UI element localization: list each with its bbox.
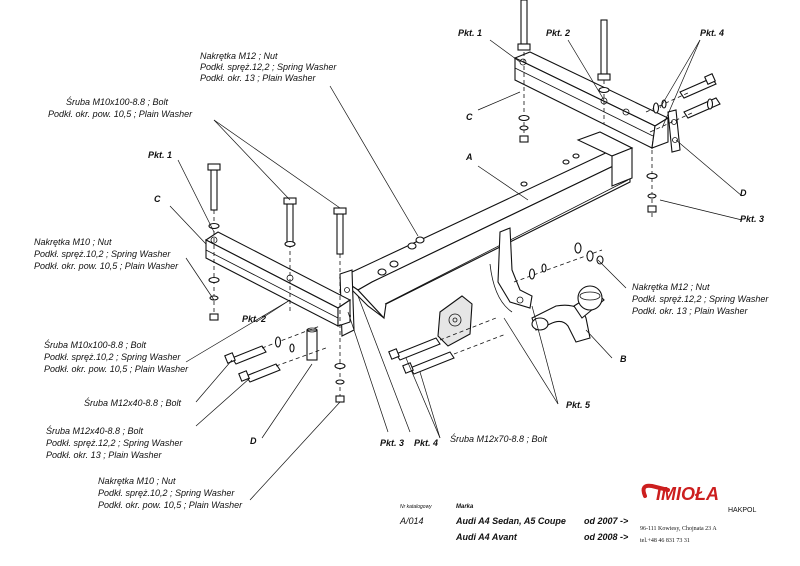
svg-text:Podkł. okr. pow. 10,5 ; Plain: Podkł. okr. pow. 10,5 ; Plain Washer [48,109,193,119]
point-1-top: Pkt. 1 [458,28,482,38]
label-bolt-m10-top: Śruba M10x100-8.8 ; Bolt Podkł. okr. pow… [48,96,193,119]
svg-text:Podkł. okr. pow. 10,5 ; Plain: Podkł. okr. pow. 10,5 ; Plain Washer [98,500,243,510]
company-name: IMIOŁA [656,484,719,504]
label-bolt-m12x40-b: Śruba M12x40-8.8 ; Bolt Podkł. spręż.12,… [46,425,183,460]
socket-plate [437,295,473,347]
label-bolt-m12x70: Śruba M12x70-8.8 ; Bolt [450,433,548,444]
company-sub: HAKPOL [728,507,757,514]
company-phone: tel.+48 46 831 73 31 [640,538,690,544]
part-letter-c-left: C [154,194,161,204]
title-block: Nr katalogowy A/014 Marka Audi A4 Sedan,… [399,504,629,542]
svg-text:Podkł. okr. pow. 10,5 ; Plain: Podkł. okr. pow. 10,5 ; Plain Washer [34,261,179,271]
svg-text:Nakrętka M10 ; Nut: Nakrętka M10 ; Nut [34,237,112,247]
svg-text:Podkł. spręż.12,2 ; Spring Was: Podkł. spręż.12,2 ; Spring Washer [200,62,337,72]
svg-text:Nakrętka M12 ; Nut: Nakrętka M12 ; Nut [200,51,278,61]
point-4-bottom: Pkt. 4 [414,438,438,448]
point-3-right: Pkt. 3 [740,214,764,224]
catalog-label: Nr katalogowy [400,504,432,510]
brand-label: Marka [456,504,474,510]
point-2-top: Pkt. 2 [546,28,570,38]
company-logo: IMIOŁA HAKPOL 96-111 Kowiesy, Chojnata 2… [640,483,757,544]
tow-ball-neck [531,285,605,343]
svg-text:Podkł. spręż.10,2 ; Spring Was: Podkł. spręż.10,2 ; Spring Washer [98,488,235,498]
label-nut-m12-top: Nakrętka M12 ; Nut Podkł. spręż.12,2 ; S… [200,51,337,83]
right-side-plate [667,109,681,153]
svg-text:Podkł. spręż.10,2 ; Spring Was: Podkł. spręż.10,2 ; Spring Washer [44,352,181,362]
company-address: 96-111 Kowiesy, Chojnata 23 A [640,526,717,532]
ball-mount-bracket [489,227,533,313]
svg-text:Podkł. okr. 13 ; Plain Washer: Podkł. okr. 13 ; Plain Washer [200,73,317,83]
bolt-left-2 [283,197,297,312]
part-letter-d-right: D [740,188,747,198]
bolt-left-3 [333,207,347,403]
bolt-top-2 [597,19,611,124]
part-letter-a: A [465,152,473,162]
part-letter-c-top: C [466,112,473,122]
label-bolt-m10-left: Śruba M10x100-8.8 ; Bolt Podkł. spręż.10… [44,339,189,374]
crossbar-nuts [377,153,580,276]
left-mounting-bracket [204,231,352,327]
bolts-m12x70 [388,317,507,375]
model-2-from: od 2008 -> [584,532,629,542]
svg-text:Nakrętka M12 ; Nut: Nakrętka M12 ; Nut [632,282,710,292]
label-nut-m10-left: Nakrętka M10 ; Nut Podkł. spręż.10,2 ; S… [34,237,179,271]
catalog-number: A/014 [399,516,424,526]
left-horizontal-bolts [224,325,327,383]
svg-text:Nakrętka M10 ; Nut: Nakrętka M10 ; Nut [98,476,176,486]
right-lower-washers [646,150,658,218]
model-1-from: od 2007 -> [584,516,629,526]
ball-mount-fasteners [513,242,604,283]
svg-text:Podkł. okr. 13 ; Plain Washer: Podkł. okr. 13 ; Plain Washer [46,450,163,460]
model-1: Audi A4 Sedan, A5 Coupe [455,516,566,526]
svg-text:Śruba M10x100-8.8 ; Bolt: Śruba M10x100-8.8 ; Bolt [44,339,147,350]
svg-text:Podkł. spręż.12,2 ; Spring Was: Podkł. spręż.12,2 ; Spring Washer [46,438,183,448]
point-1-left: Pkt. 1 [148,150,172,160]
svg-text:Podkł. spręż.10,2 ; Spring Was: Podkł. spręż.10,2 ; Spring Washer [34,249,171,259]
svg-text:Podkł. okr. 13 ; Plain Washer: Podkł. okr. 13 ; Plain Washer [632,306,749,316]
svg-text:Śruba M12x40-8.8 ; Bolt: Śruba M12x40-8.8 ; Bolt [46,425,144,436]
label-nut-m10-bottom: Nakrętka M10 ; Nut Podkł. spręż.10,2 ; S… [98,476,243,510]
right-horizontal-bolts [645,72,721,133]
label-bolt-m12x40-a: Śruba M12x40-8.8 ; Bolt [84,397,182,408]
left-spacer [306,327,318,361]
point-3-bottom: Pkt. 3 [380,438,404,448]
part-letter-b: B [620,354,627,364]
svg-text:Podkł. okr. pow. 10,5 ; Plain: Podkł. okr. pow. 10,5 ; Plain Washer [44,364,189,374]
point-5: Pkt. 5 [566,400,591,410]
part-letter-d-left: D [250,436,257,446]
leader-lines [169,39,743,501]
crossbar-tube [338,131,634,320]
point-2-left: Pkt. 2 [242,314,266,324]
right-mounting-bracket [513,51,670,149]
label-nut-m12-right: Nakrętka M12 ; Nut Podkł. spręż.12,2 ; S… [632,282,769,316]
model-2: Audi A4 Avant [455,532,518,542]
svg-text:Śruba M10x100-8.8 ; Bolt: Śruba M10x100-8.8 ; Bolt [66,96,169,107]
bolt-left-1 [207,163,221,322]
point-4-top: Pkt. 4 [700,28,724,38]
bolt-top-1 [517,0,531,143]
svg-text:Podkł. spręż.12,2 ; Spring Was: Podkł. spręż.12,2 ; Spring Washer [632,294,769,304]
